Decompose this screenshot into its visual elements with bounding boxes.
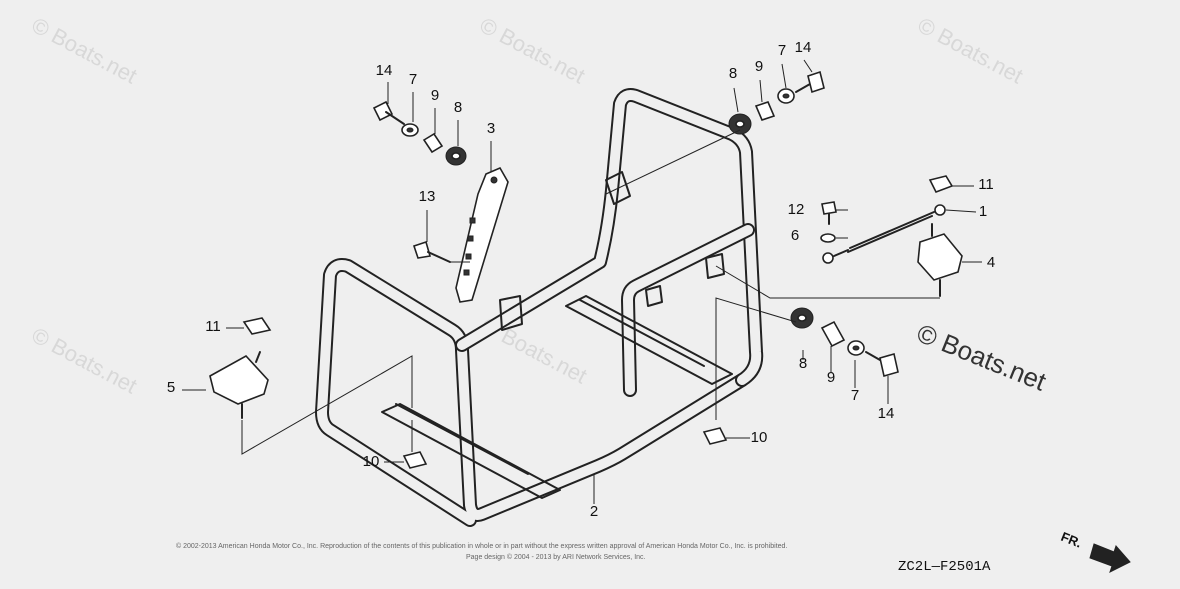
bracket-part-3[interactable]	[455, 166, 509, 303]
nut-part-11-left[interactable]	[242, 317, 272, 335]
callout-c7c: 7	[851, 387, 859, 404]
callout-c9a: 9	[431, 87, 439, 104]
callout-c14b: 14	[795, 39, 812, 56]
watermark-1: © Boats.net	[476, 12, 590, 88]
collar-part-9-right-lower[interactable]	[820, 320, 846, 348]
collar-part-9-top-right[interactable]	[754, 101, 776, 121]
collar-part-9-top-left[interactable]	[422, 132, 444, 154]
callout-c12: 12	[788, 201, 805, 218]
callout-c9c: 9	[827, 369, 835, 386]
callout-c8c: 8	[799, 355, 807, 372]
callout-c7b: 7	[778, 42, 786, 59]
callout-c9b: 9	[755, 58, 763, 75]
callout-c10b: 10	[751, 429, 768, 446]
callout-c7a: 7	[409, 71, 417, 88]
callout-c8a: 8	[454, 99, 462, 116]
copyright-line-1: © 2002-2013 American Honda Motor Co., In…	[176, 542, 787, 550]
cushion-part-8-right-lower[interactable]	[790, 307, 814, 329]
nut-part-11-right[interactable]	[928, 175, 954, 194]
cushion-part-8-top-left[interactable]	[445, 146, 467, 166]
watermark-layer: © Boats.net © Boats.net © Boats.net © Boats…	[28, 12, 1028, 398]
callout-c11b: 11	[978, 176, 994, 193]
washer-part-7-top-right[interactable]	[777, 88, 795, 104]
nut-part-10-right[interactable]	[702, 427, 728, 445]
mount-part-4[interactable]	[917, 223, 963, 297]
leader-lines	[182, 59, 982, 504]
callout-c6: 6	[791, 227, 799, 244]
ground-cable-part-1[interactable]	[822, 204, 946, 264]
front-arrow-icon	[1089, 543, 1131, 573]
frame-part-2[interactable]	[315, 88, 764, 527]
bolt-part-14-top-right[interactable]	[795, 70, 825, 94]
front-label: FR.	[1059, 529, 1084, 551]
callout-c13: 13	[419, 188, 436, 205]
bolt-part-12[interactable]	[821, 201, 837, 225]
bolt-part-14-right-lower[interactable]	[865, 351, 899, 378]
watermark-3: © Boats.net	[28, 322, 142, 398]
cushion-part-8-top-right[interactable]	[728, 113, 752, 135]
bolt-part-13[interactable]	[412, 240, 451, 263]
callout-c14c: 14	[878, 405, 895, 422]
copyright-line-2: Page design © 2004 - 2013 by ARI Network…	[466, 553, 646, 561]
front-arrow: FR.	[1059, 529, 1131, 573]
callout-c3: 3	[487, 120, 495, 137]
washer-part-6[interactable]	[820, 233, 836, 243]
watermark-2: © Boats.net	[914, 12, 1028, 88]
washer-part-7-top-left[interactable]	[401, 123, 419, 137]
callout-c5: 5	[167, 379, 175, 396]
watermark-0: © Boats.net	[28, 12, 142, 88]
callout-c14a: 14	[376, 62, 393, 79]
watermark-main: © Boats.net	[913, 318, 1051, 397]
callout-c2: 2	[590, 503, 598, 520]
washer-part-7-right-lower[interactable]	[847, 340, 865, 356]
nut-part-10-left[interactable]	[402, 451, 428, 469]
mount-part-5[interactable]	[209, 351, 269, 419]
callout-c1: 1	[979, 203, 987, 220]
callout-c11a: 11	[205, 318, 221, 335]
callout-c4: 4	[987, 254, 995, 271]
callout-c8b: 8	[729, 65, 737, 82]
diagram-code: ZC2L—F2501A	[898, 559, 991, 575]
bolt-part-14-top-left[interactable]	[372, 100, 405, 125]
callout-c10a: 10	[363, 453, 380, 470]
